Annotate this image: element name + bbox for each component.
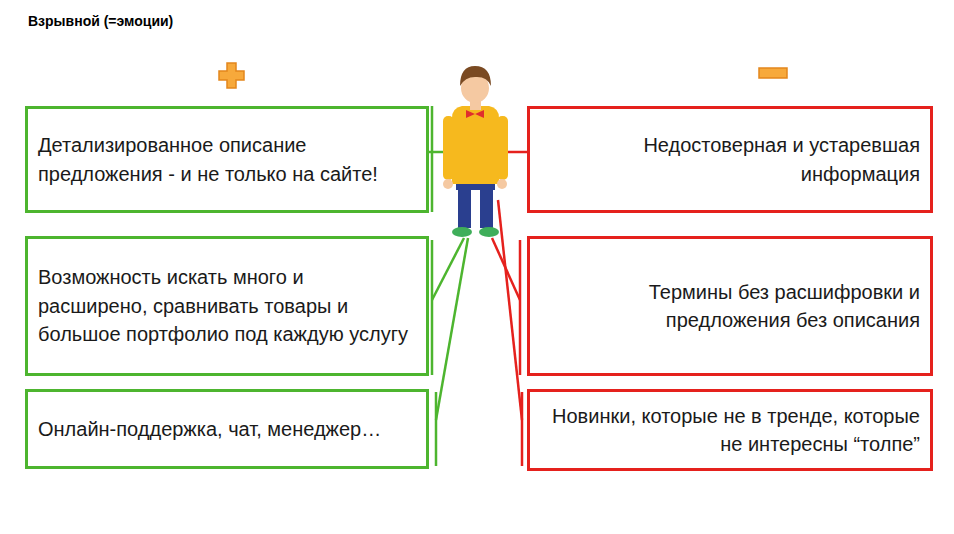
pro-box: Возможность искать много и расширено, ср… (25, 236, 429, 376)
leader-line (435, 392, 438, 466)
shoe (452, 227, 472, 237)
leader-line (431, 106, 434, 212)
shoe (479, 227, 499, 237)
leader-line (521, 392, 524, 466)
hand (497, 179, 507, 189)
bowtie (466, 110, 484, 118)
leader-line (498, 200, 522, 420)
pro-box: Детализированное описание предложения - … (25, 106, 429, 213)
arm (443, 116, 454, 180)
box-text: Термины без расшифровки и предложения бе… (540, 278, 920, 335)
minus-icon (759, 68, 787, 78)
box-text: Новинки, которые не в тренде, которые не… (540, 402, 920, 459)
arm (497, 116, 508, 180)
leader-line (431, 240, 434, 375)
con-box: Недостоверная и устаревшая информация (527, 106, 933, 213)
diagram-title: Взрывной (=эмоции) (28, 13, 173, 29)
plus-shape (219, 63, 244, 88)
person-figure (443, 66, 508, 237)
box-text: Онлайн-поддержка, чат, менеджер… (38, 415, 416, 444)
box-text: Недостоверная и устаревшая информация (540, 131, 920, 188)
red-leaders (492, 152, 527, 466)
leader-line (436, 238, 468, 420)
plus-icon (219, 63, 244, 88)
shirt (452, 106, 499, 184)
leader-line (519, 240, 522, 375)
con-box: Новинки, которые не в тренде, которые не… (527, 389, 933, 471)
box-text: Детализированное описание предложения - … (38, 131, 416, 188)
box-text: Возможность искать много и расширено, ср… (38, 263, 416, 349)
minus-shape (759, 68, 787, 78)
hand (443, 179, 453, 189)
pro-box: Онлайн-поддержка, чат, менеджер… (25, 389, 429, 469)
hair (460, 66, 491, 86)
con-box: Термины без расшифровки и предложения бе… (527, 236, 933, 376)
